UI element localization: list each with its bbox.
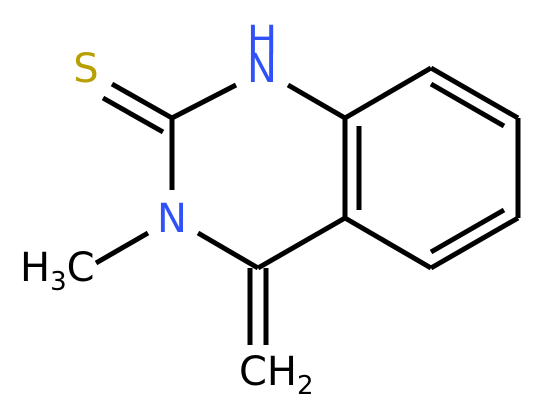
methylene-ch: CH (239, 349, 297, 395)
bond-n3-ch3 (94, 230, 150, 266)
bond-c4-c4a (256, 215, 347, 271)
bond-c6-c5 (429, 215, 520, 271)
bond-inner-c8-c7 (429, 81, 506, 129)
bond-c8-c7 (429, 65, 520, 121)
atom-n1: N (247, 46, 277, 92)
bond-n3-c4 (196, 230, 260, 271)
methyl-h: H (20, 245, 50, 291)
methylene-label: CH2 (239, 349, 314, 401)
bond-inner-c6-c5 (429, 207, 506, 255)
atom-s: S (73, 46, 98, 92)
methyl-subscript: 3 (50, 267, 67, 297)
bond-c8a-c8 (343, 65, 433, 121)
bond-c8a-n1 (286, 82, 347, 121)
bond-c2-s-1 (110, 81, 174, 121)
atom-labels: H N S N H3C CH2 (20, 18, 314, 401)
bonds (94, 65, 521, 345)
methyl-c: C (67, 245, 95, 291)
bond-n1-c2 (170, 82, 238, 121)
methyl-label: H3C (20, 245, 95, 297)
atom-n3: N (157, 196, 187, 242)
atom-h-on-n1: H (247, 18, 277, 64)
bond-c5-c4a (343, 215, 433, 271)
bond-c2-s-2 (101, 95, 165, 135)
methylene-subscript: 2 (297, 371, 314, 401)
